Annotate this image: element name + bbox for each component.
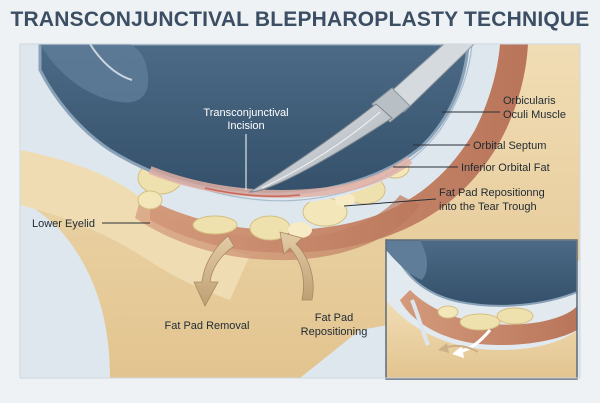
repositioning-trough-leader [343, 198, 437, 207]
cornea [40, 44, 149, 103]
label-lower-eyelid: Lower Eyelid [32, 218, 95, 230]
label-incision-1: Transconjunctival [203, 107, 288, 119]
label-fat-repositioning-1: Fat Pad [315, 312, 354, 324]
inset-detail [386, 240, 577, 379]
label-fat-repositioning-2: Repositioning [301, 326, 368, 338]
fat-repositioning-arrow [279, 231, 314, 301]
label-repositioning-trough-1: Fat Pad Repositionng [439, 187, 545, 199]
orbicularis-muscle [150, 44, 528, 253]
diagram-title: TRANSCONJUNCTIVAL BLEPHAROPLASTY TECHNIQ… [10, 8, 590, 31]
inset-frame [385, 239, 578, 380]
label-repositioning-trough-2: into the Tear Trough [439, 201, 537, 213]
fat-removal-arrow [193, 235, 235, 307]
lower-eyelid-skin [20, 150, 250, 300]
label-orbicularis-1: Orbicularis [503, 95, 556, 107]
label-incision-2: Incision [227, 120, 264, 132]
conjunctiva [148, 156, 413, 198]
label-inferior-fat: Inferior Orbital Fat [461, 162, 550, 174]
scalpel [248, 44, 475, 193]
incision-line [204, 187, 301, 198]
label-fat-removal: Fat Pad Removal [165, 320, 250, 332]
label-septum: Orbital Septum [473, 140, 546, 152]
label-orbicularis-2: Oculi Muscle [503, 109, 566, 121]
